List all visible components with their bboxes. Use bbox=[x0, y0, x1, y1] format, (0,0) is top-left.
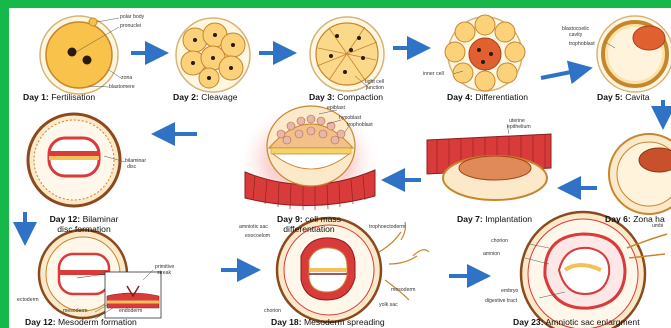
caption-day4: Day 4: Differentiation bbox=[447, 92, 528, 102]
label-junction: junction bbox=[366, 85, 384, 91]
label-mesoderm-d12: mesoderm bbox=[63, 308, 88, 314]
stage-day1-zygote bbox=[40, 16, 121, 94]
label-blastomere: blastomere bbox=[109, 84, 135, 90]
stage-day6-zona-hatching bbox=[609, 134, 671, 214]
label-trophoblast-d5: trophoblast bbox=[569, 41, 595, 47]
label-inner-cell: inner cell bbox=[423, 71, 444, 77]
stage-day4-differentiation bbox=[445, 15, 525, 91]
stage-day2-cleavage bbox=[176, 18, 250, 92]
label-trophoectoderm: trophoectoderm bbox=[369, 224, 405, 230]
caption-day2: Day 2: Cleavage bbox=[173, 92, 238, 102]
label-mesoderm-d18: mesoderm bbox=[391, 287, 416, 293]
label-embryo: embryo bbox=[501, 288, 518, 294]
label-umbi: umbi bbox=[652, 223, 663, 229]
label-epithelium: epithelium bbox=[507, 124, 531, 130]
label-amniotic-sac: amniotic sac bbox=[239, 224, 268, 230]
label-chorion-d18: chorion bbox=[264, 308, 281, 314]
label-pronuclei: pronuclei bbox=[120, 23, 141, 29]
label-streak: streak bbox=[157, 270, 171, 276]
label-yolk-sac: yolk sac bbox=[379, 302, 398, 308]
caption-day1: Day 1: Fertilisation bbox=[23, 92, 95, 102]
label-chorion-d23: chorion bbox=[491, 238, 508, 244]
arrow-icon bbox=[541, 70, 581, 78]
embryo-development-diagram bbox=[9, 8, 671, 328]
label-endoderm: endoderm bbox=[119, 308, 142, 314]
diagram-canvas: Day 1: Fertilisation Day 2: Cleavage Day… bbox=[9, 8, 671, 328]
stage-day7-implantation bbox=[427, 124, 551, 200]
stage-day12-mesoderm-formation bbox=[39, 230, 161, 319]
label-ectoderm: ectoderm bbox=[17, 297, 39, 303]
label-trophoblast-d9: trophoblast bbox=[347, 122, 373, 128]
caption-day12-mesoderm: Day 12: Mesoderm formation bbox=[25, 317, 137, 327]
label-amnion: amnion bbox=[483, 251, 500, 257]
label-zona: zona bbox=[121, 75, 132, 81]
caption-day5: Day 5: Cavita bbox=[597, 92, 650, 102]
caption-day3: Day 3: Compaction bbox=[309, 92, 383, 102]
label-epiblast: epiblast bbox=[327, 105, 345, 111]
label-cavity: cavity bbox=[569, 32, 582, 38]
caption-day23: Day 23: Amniotic sac enlargment bbox=[513, 317, 640, 327]
label-hypoblast: hypoblast bbox=[339, 115, 361, 121]
label-digestive-tract: digestive tract bbox=[485, 298, 517, 304]
label-exocoelom: exocoelom bbox=[245, 233, 270, 239]
stage-day12-bilaminar bbox=[18, 108, 130, 212]
label-polar-body: polar body bbox=[120, 14, 144, 20]
caption-day7: Day 7: Implantation bbox=[457, 214, 532, 224]
caption-day18: Day 18: Mesoderm spreading bbox=[271, 317, 385, 327]
label-disc: disc bbox=[127, 164, 136, 170]
stage-day5-cavitation bbox=[597, 16, 671, 92]
stage-day23-amniotic-sac-enlargement bbox=[521, 212, 667, 328]
